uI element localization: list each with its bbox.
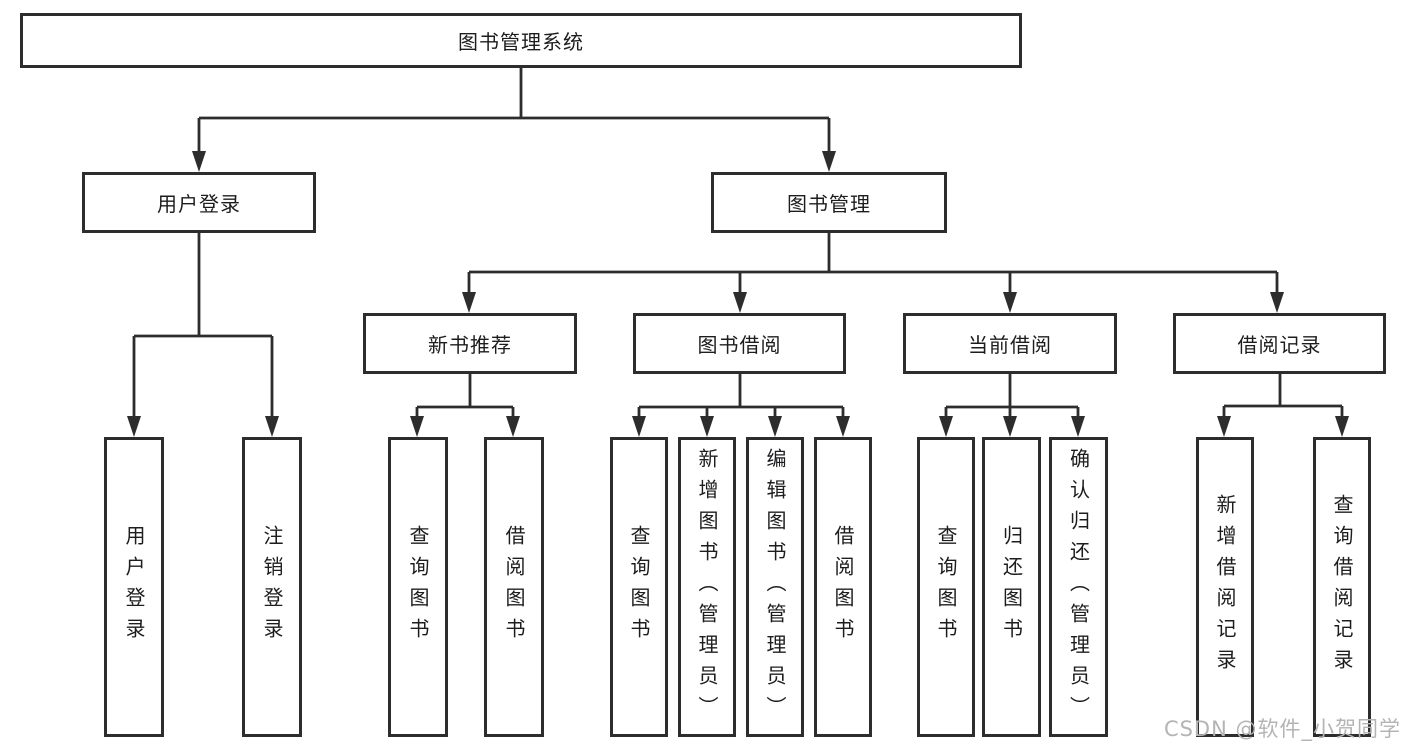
leaf-add-borrow-record: 新增借阅记录 (1196, 437, 1254, 737)
leaf-logout: 注销登录 (242, 437, 302, 737)
leaf-confirm-return-admin: 确认归还（管理员） (1049, 437, 1108, 737)
watermark: CSDN @软件_小贺同学 (1163, 717, 1401, 741)
node-root: 图书管理系统 (20, 13, 1022, 68)
node-current-borrow-label: 当前借阅 (968, 333, 1052, 357)
leaf-user-login-label: 用户登录 (122, 525, 146, 649)
node-book-borrow: 图书借阅 (633, 313, 846, 374)
node-user-login-label: 用户登录 (157, 192, 241, 216)
leaf-query-books-current-label: 查询图书 (934, 525, 958, 649)
leaf-user-login: 用户登录 (104, 437, 164, 737)
leaf-borrow-books-recommend: 借阅图书 (484, 437, 544, 737)
leaf-add-book-admin-label: 新增图书（管理员） (695, 447, 719, 727)
leaf-query-books-current: 查询图书 (917, 437, 975, 737)
leaf-borrow-books-label: 借阅图书 (831, 525, 855, 649)
node-current-borrow: 当前借阅 (903, 313, 1117, 374)
node-borrow-records: 借阅记录 (1173, 313, 1386, 374)
node-book-management: 图书管理 (711, 172, 947, 233)
arrowheads (127, 151, 1349, 437)
node-book-borrow-label: 图书借阅 (697, 333, 782, 357)
node-book-management-label: 图书管理 (787, 192, 871, 216)
node-new-book-recommend: 新书推荐 (363, 313, 577, 374)
leaf-edit-book-admin: 编辑图书（管理员） (746, 437, 804, 737)
leaf-query-books-borrow-label: 查询图书 (627, 525, 651, 649)
leaf-return-books-label: 归还图书 (999, 525, 1024, 649)
node-new-book-recommend-label: 新书推荐 (428, 333, 512, 357)
leaf-add-book-admin: 新增图书（管理员） (678, 437, 736, 737)
leaf-edit-book-admin-label: 编辑图书（管理员） (763, 447, 787, 727)
leaf-borrow-books: 借阅图书 (814, 437, 872, 737)
leaf-borrow-books-recommend-label: 借阅图书 (502, 525, 526, 649)
leaf-query-books-borrow: 查询图书 (610, 437, 668, 737)
leaf-query-books-recommend-label: 查询图书 (406, 525, 430, 649)
leaf-logout-label: 注销登录 (260, 525, 284, 649)
node-root-label: 图书管理系统 (458, 30, 584, 54)
node-borrow-records-label: 借阅记录 (1237, 333, 1322, 357)
node-user-login: 用户登录 (82, 172, 316, 233)
leaf-add-borrow-record-label: 新增借阅记录 (1213, 494, 1237, 680)
leaf-query-borrow-record: 查询借阅记录 (1313, 437, 1371, 737)
leaf-query-books-recommend: 查询图书 (388, 437, 448, 737)
leaf-return-books: 归还图书 (982, 437, 1041, 737)
leaf-query-borrow-record-label: 查询借阅记录 (1330, 494, 1354, 680)
leaf-confirm-return-admin-label: 确认归还（管理员） (1066, 447, 1091, 727)
